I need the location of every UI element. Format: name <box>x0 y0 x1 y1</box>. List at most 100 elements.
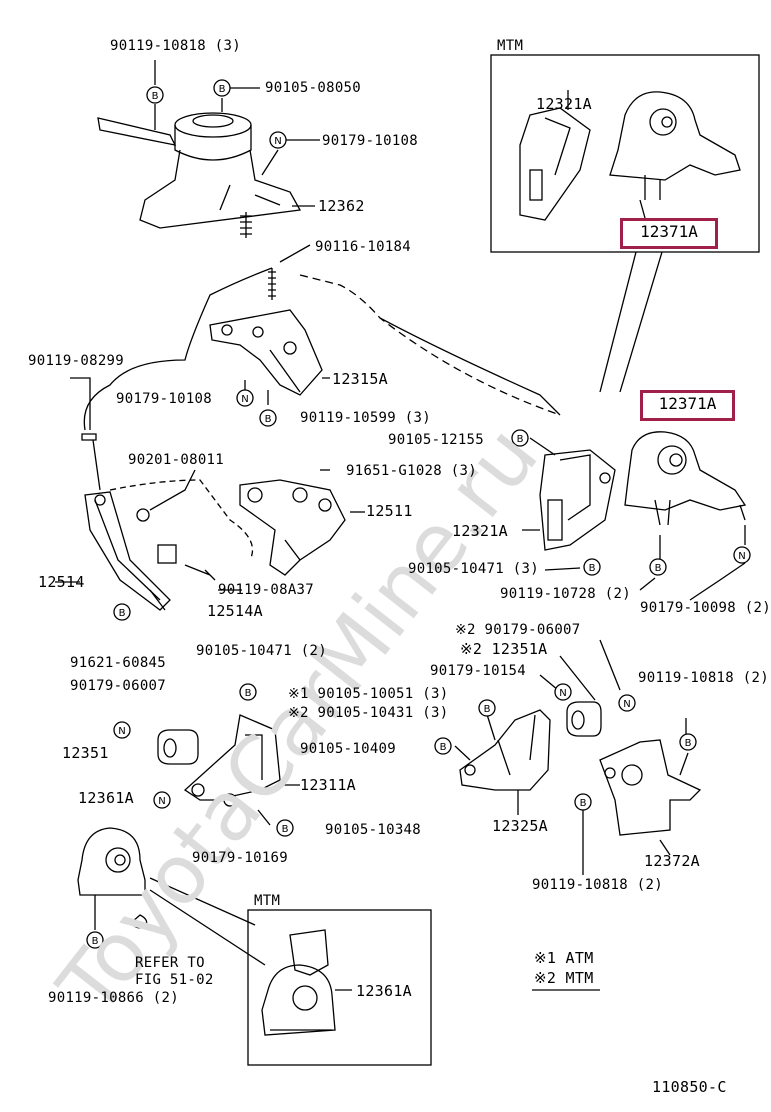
label-90179-10108-mid[interactable]: 90179-10108 <box>116 391 213 407</box>
nut-callout-icon: N <box>113 721 131 739</box>
bolt-callout-icon: B <box>511 429 529 447</box>
label-90105-10051-3[interactable]: ※1 90105-10051 (3) <box>288 686 449 702</box>
nut-callout-letter: N <box>274 136 281 147</box>
bolt-callout-letter: B <box>589 563 596 574</box>
bolt-callout-letter: B <box>152 91 159 102</box>
label-12514A[interactable]: 12514A <box>207 602 263 620</box>
inset-box-mtm-bottom <box>247 909 432 1066</box>
inset-title-top: MTM <box>497 38 524 54</box>
nut-callout-letter: N <box>241 394 248 405</box>
label-90179-10169[interactable]: 90179-10169 <box>192 850 289 866</box>
label-90105-10471-2[interactable]: 90105-10471 (2) <box>196 643 327 659</box>
bolt-callout-letter: B <box>245 688 252 699</box>
label-90179-10154[interactable]: 90179-10154 <box>430 663 527 679</box>
part-12371A-drawing <box>624 431 747 526</box>
bolt-callout-icon: B <box>574 793 592 811</box>
label-90119-08A37[interactable]: 90119-08A37 <box>218 582 315 598</box>
part-12315A-drawing <box>209 309 323 396</box>
bolt-callout-icon: B <box>86 931 104 949</box>
label-12362[interactable]: 12362 <box>318 197 365 215</box>
bolt-callout-icon: B <box>239 683 257 701</box>
part-12311A-drawing <box>183 714 281 807</box>
highlight-12371A-main[interactable]: 12371A <box>640 390 735 421</box>
part-12511-drawing <box>239 479 346 576</box>
label-12514[interactable]: 12514 <box>38 573 85 591</box>
bolt-callout-icon: B <box>113 603 131 621</box>
highlight-12371A-inset[interactable]: 12371A <box>620 218 718 249</box>
label-12351[interactable]: 12351 <box>62 744 109 762</box>
bolt-callout-icon: B <box>478 699 496 717</box>
part-12372A-drawing <box>599 739 702 836</box>
inset-pointer-right <box>619 251 663 393</box>
bolt-callout-icon: B <box>259 409 277 427</box>
part-12321A-drawing <box>539 449 616 551</box>
bolt-callout-icon: B <box>146 86 164 104</box>
legend-atm: ※1 ATM <box>534 949 594 967</box>
bolt-callout-icon: B <box>434 737 452 755</box>
label-90105-10471-3[interactable]: 90105-10471 (3) <box>408 561 539 577</box>
bolt-callout-icon: B <box>649 558 667 576</box>
label-90105-10348[interactable]: 90105-10348 <box>325 822 422 838</box>
nut-callout-icon: N <box>153 791 171 809</box>
nut-callout-icon: N <box>236 389 254 407</box>
part-12325A-drawing <box>459 709 551 791</box>
label-90119-10818-2-upper[interactable]: 90119-10818 (2) <box>638 670 769 686</box>
highlight-label: 12371A <box>658 394 717 413</box>
label-90179-10108-top[interactable]: 90179-10108 <box>322 133 419 149</box>
label-12321A[interactable]: 12321A <box>452 522 508 540</box>
part-12362-drawing <box>97 112 302 238</box>
bolt-callout-letter: B <box>119 608 126 619</box>
label-12311A[interactable]: 12311A <box>300 776 356 794</box>
bolt-callout-icon: B <box>583 558 601 576</box>
label-12315A[interactable]: 12315A <box>332 370 388 388</box>
label-90179-06007[interactable]: 90179-06007 <box>70 678 167 694</box>
bolt-callout-letter: B <box>219 84 226 95</box>
nut-callout-letter: N <box>158 796 165 807</box>
label-12511[interactable]: 12511 <box>366 502 413 520</box>
label-90179-10098-2[interactable]: 90179-10098 (2) <box>640 600 771 616</box>
label-90105-12155[interactable]: 90105-12155 <box>388 432 485 448</box>
label-90119-10818-3[interactable]: 90119-10818 (3) <box>110 38 241 54</box>
inset-12321A-drawing <box>519 107 591 221</box>
inset-box-mtm-top <box>490 54 760 253</box>
bolt-callout-letter: B <box>92 936 99 947</box>
nut-callout-letter: N <box>623 699 630 710</box>
label-12361A[interactable]: 12361A <box>78 789 134 807</box>
label-90119-10728-2[interactable]: 90119-10728 (2) <box>500 586 631 602</box>
label-90119-10866-2[interactable]: 90119-10866 (2) <box>48 990 179 1006</box>
bolt-callout-letter: B <box>440 742 447 753</box>
label-90105-08050[interactable]: 90105-08050 <box>265 80 362 96</box>
part-12514-drawing <box>84 491 171 611</box>
label-12321A-inset[interactable]: 12321A <box>536 95 592 113</box>
part-12361A-drawing <box>77 827 146 896</box>
label-90119-08299[interactable]: 90119-08299 <box>28 353 125 369</box>
refer-line-2[interactable]: FIG 51-02 <box>135 972 214 988</box>
label-90179-06007-mtm[interactable]: ※2 90179-06007 <box>455 622 581 638</box>
label-90105-10431-3[interactable]: ※2 90105-10431 (3) <box>288 705 449 721</box>
diagram-code: 110850-C <box>652 1078 727 1096</box>
label-90105-10409[interactable]: 90105-10409 <box>300 741 397 757</box>
label-90201-08011[interactable]: 90201-08011 <box>128 452 225 468</box>
label-91621-60845[interactable]: 91621-60845 <box>70 655 167 671</box>
bolt-callout-letter: B <box>580 798 587 809</box>
label-90119-10599-3[interactable]: 90119-10599 (3) <box>300 410 431 426</box>
bolt-callout-icon: B <box>213 79 231 97</box>
nut-callout-letter: N <box>738 551 745 562</box>
label-90116-10184[interactable]: 90116-10184 <box>315 239 412 255</box>
label-91651-G1028-3[interactable]: 91651-G1028 (3) <box>346 463 477 479</box>
nut-callout-letter: N <box>559 688 566 699</box>
inset-pointer-left <box>599 251 637 393</box>
label-12351A[interactable]: ※2 12351A <box>460 640 548 658</box>
label-12361A-inset[interactable]: 12361A <box>356 982 412 1000</box>
inset-title-bottom: MTM <box>254 893 281 909</box>
label-90119-10818-2-lower[interactable]: 90119-10818 (2) <box>532 877 663 893</box>
label-12372A[interactable]: 12372A <box>644 852 700 870</box>
bolt-callout-icon: B <box>679 733 697 751</box>
bolt-callout-letter: B <box>282 824 289 835</box>
part-12361A-inset-drawing <box>261 929 336 1036</box>
bolt-callout-letter: B <box>517 434 524 445</box>
label-12325A[interactable]: 12325A <box>492 817 548 835</box>
refer-line-1: REFER TO <box>135 955 205 971</box>
